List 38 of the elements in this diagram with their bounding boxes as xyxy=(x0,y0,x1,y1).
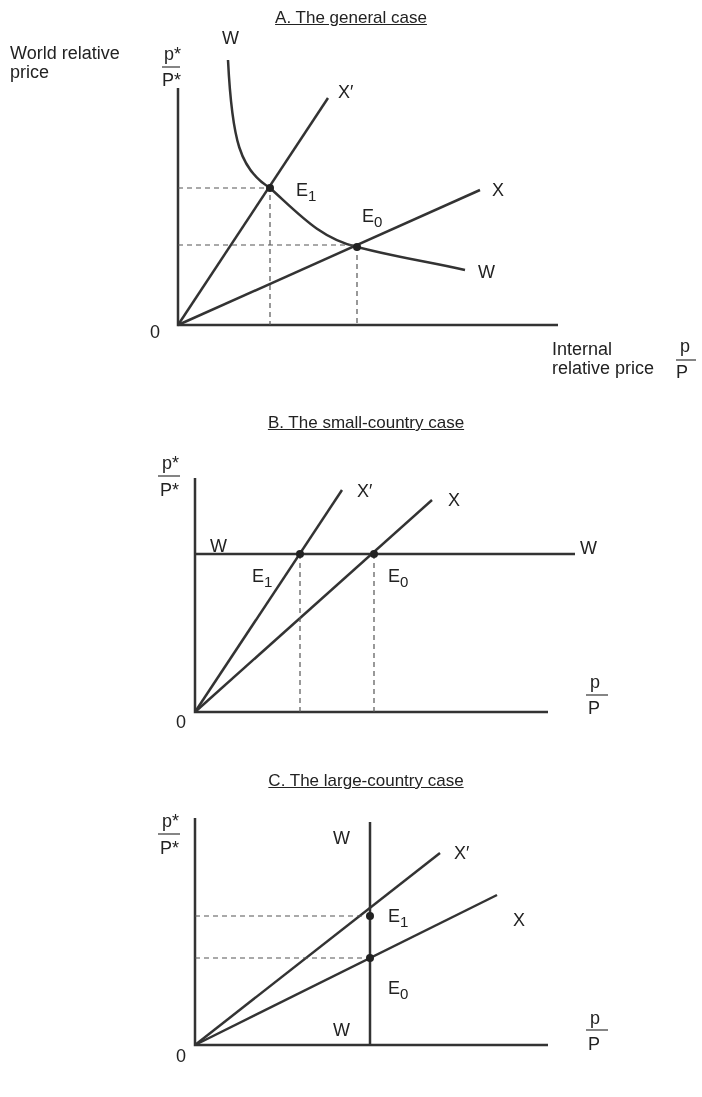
axis-label: P xyxy=(588,698,600,718)
curve-label: W xyxy=(210,536,227,556)
axis-label: P xyxy=(676,362,688,382)
point-label: E$_{1}$ xyxy=(296,180,317,206)
origin-label: 0 xyxy=(176,712,186,732)
point-label: E$_{1}$ xyxy=(388,906,409,932)
line-label: X xyxy=(513,910,525,930)
axis-label: P xyxy=(588,1034,600,1054)
point-label: E$_{1}$ xyxy=(252,566,273,592)
line-label: X′ xyxy=(338,82,354,102)
point-label: E$_{0}$ xyxy=(388,566,409,592)
curve-label: W xyxy=(222,28,239,48)
axis-label: p xyxy=(590,672,600,692)
origin-label: 0 xyxy=(150,322,160,342)
point-label: E$_{0}$ xyxy=(388,978,409,1004)
axis-label: P* xyxy=(160,480,179,500)
curve-label: W xyxy=(580,538,597,558)
panel-heading: A. The general case xyxy=(275,8,427,28)
axis-label: p xyxy=(590,1008,600,1028)
curve-label: W xyxy=(333,828,350,848)
axis-label: p* xyxy=(162,811,179,831)
panel-heading: B. The small-country case xyxy=(267,413,465,433)
line-label: X xyxy=(492,180,504,200)
line-label: X xyxy=(448,490,460,510)
axis-label: P* xyxy=(160,838,179,858)
axis-label: p* xyxy=(162,453,179,473)
point-label: E$_{0}$ xyxy=(362,206,383,232)
axis-label: Internal relative price xyxy=(552,340,656,378)
axis-label: P* xyxy=(162,70,181,90)
axis-label: p xyxy=(680,336,690,356)
curve-label: W xyxy=(333,1020,350,1040)
line-label: X′ xyxy=(454,843,470,863)
origin-label: 0 xyxy=(176,1046,186,1066)
panel-heading: C. The large-country case xyxy=(268,771,464,791)
axis-label: p* xyxy=(164,44,181,64)
axis-label: World relative price xyxy=(10,44,121,82)
line-label: X′ xyxy=(357,481,373,501)
curve-label: W xyxy=(478,262,495,282)
